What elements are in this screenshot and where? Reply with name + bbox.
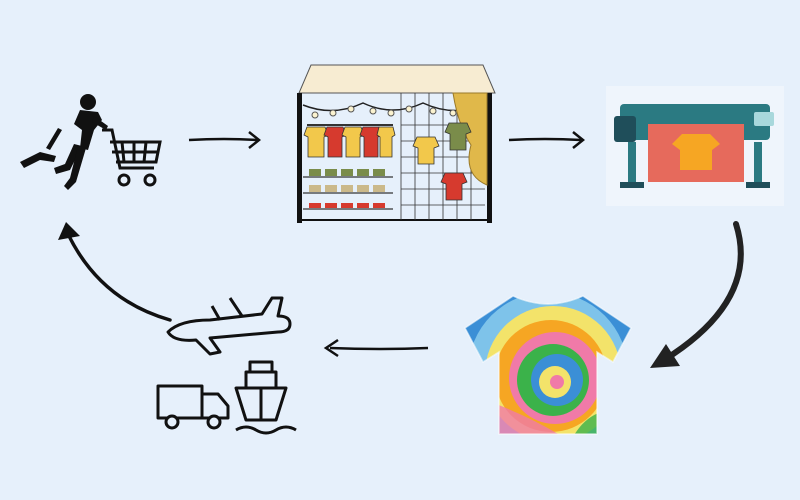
large-format-printer-icon	[606, 86, 784, 206]
arrow-printer-to-shirt	[650, 221, 744, 368]
shopper-with-cart-icon	[10, 90, 170, 200]
clothing-store-icon	[293, 64, 498, 225]
tie-dye-tshirt-icon	[463, 292, 633, 437]
arrow-shopper-to-store	[188, 131, 262, 149]
arrow-store-to-printer	[508, 131, 586, 149]
shipping-plane-truck-ship-icon	[150, 290, 310, 440]
arrow-shirt-to-shipping	[323, 338, 429, 358]
arrow-shipping-to-shopper	[58, 222, 172, 322]
